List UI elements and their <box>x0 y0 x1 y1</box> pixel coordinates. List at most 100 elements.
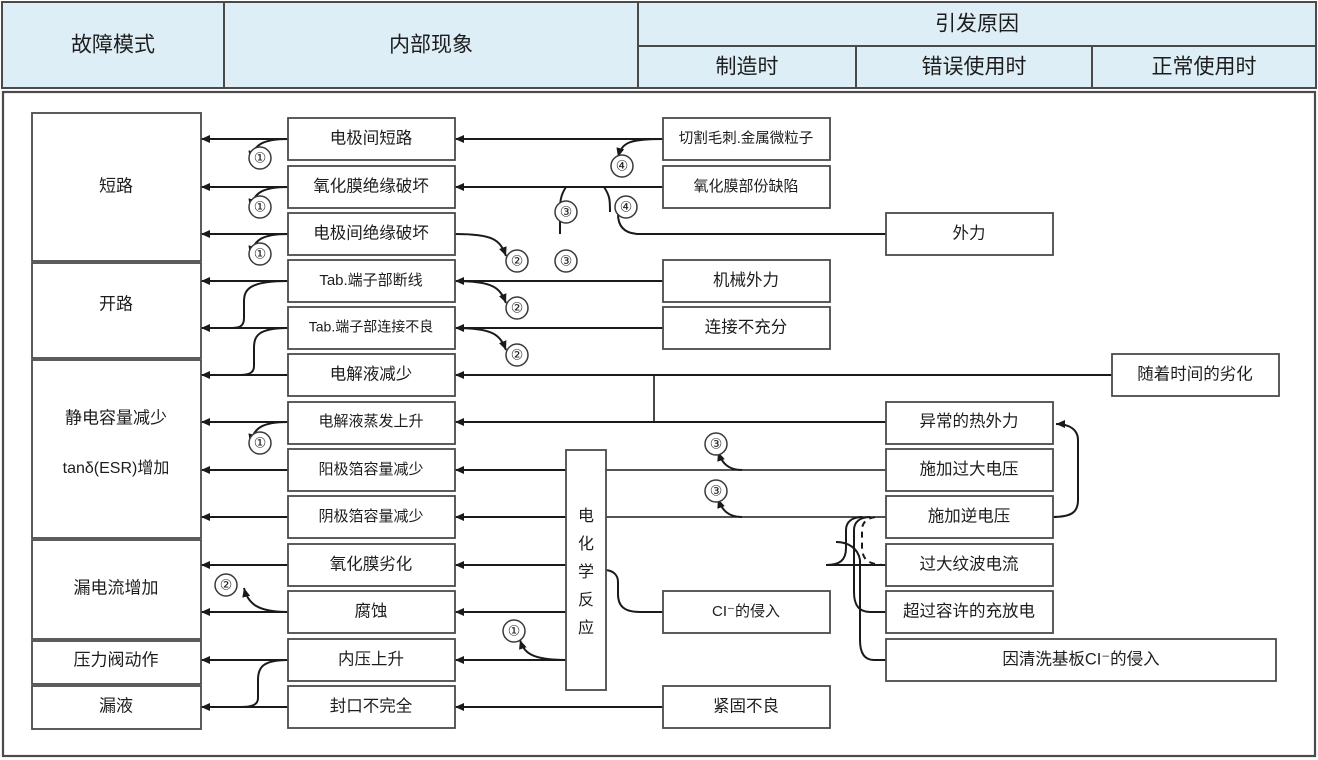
link-x7-route <box>835 541 886 661</box>
cause-label-m6: 紧固不良 <box>713 696 779 715</box>
marker-1e-label: ① <box>508 623 521 639</box>
cause-label-n1: 随着时间的劣化 <box>1137 364 1253 383</box>
phenomenon-anode-foil-capacity-drop[interactable] <box>287 448 456 492</box>
phenomenon-interelectrode-insulation-breakdown[interactable] <box>287 212 456 256</box>
cause-label-m2: 氧化膜部份缺陷 <box>693 178 798 195</box>
failure-mode-short[interactable] <box>31 112 202 262</box>
cause-label-x1: 外力 <box>953 223 986 242</box>
cause-chloride-intrusion[interactable] <box>662 590 831 634</box>
echem-char-0: 电 <box>578 507 594 525</box>
manufacture-cause-column: 切割毛刺.金属微粒子 氧化膜部份缺陷 机械外力 连接不充分 CI⁻的侵入 紧固不… <box>662 117 831 729</box>
internal-phenomena-column: 电极间短路 氧化膜绝缘破坏 电极间绝缘破坏 Tab.端子部断线 Tab.端子部连… <box>287 117 456 729</box>
cause-excessive-ripple-current[interactable] <box>885 543 1054 587</box>
link-p4-curve-open <box>227 280 289 329</box>
phenomenon-label-p9: 阴极箔容量减少 <box>318 508 423 525</box>
header-label-manufacture: 制造时 <box>716 56 779 79</box>
failure-mode-pressure-valve[interactable] <box>31 640 202 685</box>
marker-3b-label: ③ <box>560 204 573 220</box>
electrochemical-reaction-node[interactable]: 电 化 学 反 应 <box>565 449 607 691</box>
cause-reverse-voltage[interactable] <box>885 495 1054 539</box>
cause-excessive-charge-discharge[interactable] <box>885 590 1054 634</box>
phenomenon-corrosion[interactable] <box>287 590 456 634</box>
link-x5-to-x2 <box>1051 420 1079 518</box>
phenomenon-label-p5: Tab.端子部连接不良 <box>309 319 433 335</box>
marker-layer: ① ① ① ① ① ② ② ② <box>214 146 728 643</box>
failure-mode-leakage-current[interactable] <box>31 539 202 640</box>
failure-mode-capacitance-label-2: tanδ(ESR)增加 <box>63 459 170 477</box>
header-cell-failure-mode <box>1 1 225 89</box>
marker-2a-label: ② <box>511 253 524 269</box>
failure-mode-capacitance-drop[interactable] <box>31 359 202 539</box>
link-p5-curve-cap <box>235 327 289 376</box>
phenomenon-electrolyte-evaporation[interactable] <box>287 401 456 445</box>
cause-poor-fastening[interactable] <box>662 685 831 729</box>
cause-label-x7: 因清洗基板CI⁻的侵入 <box>1002 649 1159 668</box>
cause-external-force[interactable] <box>885 212 1054 256</box>
header-label-normal: 正常使用时 <box>1152 56 1257 79</box>
header-label-internal: 内部现象 <box>389 34 473 57</box>
phenomenon-tab-wire-break[interactable] <box>287 259 456 303</box>
phenomenon-oxide-deterioration[interactable] <box>287 543 456 587</box>
cause-overvoltage[interactable] <box>885 448 1054 492</box>
failure-mode-short-label: 短路 <box>99 176 133 195</box>
echem-char-3: 反 <box>578 591 594 609</box>
marker-2a: ② <box>505 249 529 273</box>
cause-label-x4: 施加逆电压 <box>928 506 1011 525</box>
hook-4a <box>616 138 664 158</box>
echem-char-1: 化 <box>578 535 594 553</box>
header-label-failure-mode: 故障模式 <box>71 34 155 57</box>
cause-board-cleaning-chloride[interactable] <box>885 638 1277 682</box>
phenomenon-label-p8: 阳极箔容量减少 <box>318 461 423 478</box>
failure-mode-capacitance-label-1: 静电容量减少 <box>65 408 167 427</box>
cause-burr-metal-particles[interactable] <box>662 117 831 161</box>
electrochemical-box[interactable] <box>565 449 607 691</box>
marker-1c: ① <box>248 242 272 266</box>
failure-mode-open[interactable] <box>31 262 202 359</box>
misuse-cause-column: 外力 异常的热外力 施加过大电压 施加逆电压 过大纹波电流 超过容许的充放电 因… <box>885 212 1277 682</box>
cause-mechanical-force[interactable] <box>662 259 831 303</box>
phenomenon-electrode-short[interactable] <box>287 117 456 161</box>
marker-2b: ② <box>505 296 529 320</box>
marker-1d: ① <box>248 431 272 455</box>
phenomenon-label-p11: 腐蚀 <box>355 601 388 620</box>
cause-label-m1: 切割毛刺.金属微粒子 <box>679 130 814 147</box>
failure-mode-liquid-leak[interactable] <box>31 685 202 730</box>
cause-label-m4: 连接不充分 <box>705 317 788 336</box>
failure-mode-valve-label: 压力阀动作 <box>74 650 159 669</box>
hook-3d <box>717 498 743 518</box>
phenomenon-tab-bad-connection[interactable] <box>287 306 456 350</box>
marker-4a-label: ④ <box>616 158 629 174</box>
phenomenon-oxide-insulation-breakdown[interactable] <box>287 165 456 209</box>
marker-1d-label: ① <box>254 435 267 451</box>
link-x5-route <box>825 516 886 566</box>
header-label-cause-group: 引发原因 <box>935 13 1019 36</box>
phenomenon-label-p3: 电极间绝缘破坏 <box>313 223 429 242</box>
marker-1b: ① <box>248 195 272 219</box>
phenomenon-cathode-foil-capacity-drop[interactable] <box>287 495 456 539</box>
cause-oxide-partial-defect[interactable] <box>662 165 831 209</box>
cause-label-m5: CI⁻的侵入 <box>712 603 780 620</box>
cause-insufficient-connection[interactable] <box>662 306 831 350</box>
hook-2d <box>242 587 289 613</box>
hook-1e <box>519 639 567 661</box>
marker-3b: ③ <box>554 200 578 224</box>
cause-abnormal-thermal-force[interactable] <box>885 401 1054 445</box>
marker-4b: ④ <box>614 195 638 219</box>
hook-3c <box>717 451 743 471</box>
cause-aging-over-time[interactable] <box>1111 353 1280 397</box>
cause-label-m3: 机械外力 <box>713 270 779 289</box>
failure-mode-liquid-leak-label: 漏液 <box>99 696 133 715</box>
link-p12-curve-liquidleak <box>239 659 289 708</box>
phenomenon-label-p10: 氧化膜劣化 <box>330 554 413 573</box>
failure-mode-column: 短路 开路 静电容量减少 tanδ(ESR)增加 漏电流增加 压力阀动作 漏液 <box>31 112 202 730</box>
phenomenon-internal-pressure-rise[interactable] <box>287 638 456 682</box>
marker-2b-label: ② <box>511 300 524 316</box>
marker-4b-label: ④ <box>620 199 633 215</box>
marker-3d-label: ③ <box>710 483 723 499</box>
hook-2a <box>454 233 507 257</box>
phenomenon-electrolyte-decrease[interactable] <box>287 353 456 397</box>
marker-3c-label: ③ <box>710 436 723 452</box>
body-frame <box>1 90 1317 758</box>
phenomenon-incomplete-sealing[interactable] <box>287 685 456 729</box>
